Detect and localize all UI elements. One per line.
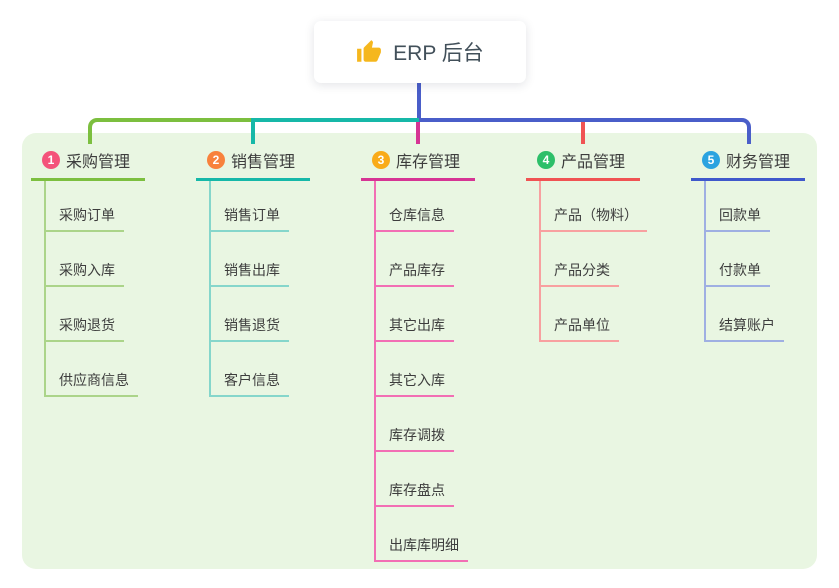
child-node[interactable]: 仓库信息: [376, 181, 468, 232]
child-node[interactable]: 回款单: [706, 181, 784, 232]
topic-node-sales[interactable]: 2 销售管理: [196, 146, 311, 181]
connector-bus-teal: [251, 118, 419, 122]
child-node[interactable]: 采购订单: [46, 181, 138, 232]
children-group: 产品（物料） 产品分类 产品单位: [539, 181, 647, 342]
connector-bus-blue: [419, 118, 751, 144]
topic-label: 产品管理: [561, 154, 626, 171]
number-badge: 2: [207, 151, 225, 169]
child-node[interactable]: 客户信息: [211, 342, 289, 397]
number-badge: 1: [42, 151, 60, 169]
children-group: 仓库信息 产品库存 其它出库 其它入库 库存调拨 库存盘点 出库库明细: [374, 181, 468, 562]
child-node[interactable]: 产品分类: [541, 232, 647, 287]
topic-node-product[interactable]: 4 产品管理: [526, 146, 641, 181]
branch-finance: 5 财务管理 回款单 付款单 结算账户: [691, 146, 839, 342]
branch-purchase: 1 采购管理 采购订单 采购入库 采购退货 供应商信息: [31, 146, 191, 397]
child-node[interactable]: 库存调拨: [376, 397, 468, 452]
topic-node-finance[interactable]: 5 财务管理: [691, 146, 806, 181]
children-group: 销售订单 销售出库 销售退货 客户信息: [209, 181, 289, 397]
topic-label: 财务管理: [726, 154, 791, 171]
child-node[interactable]: 销售出库: [211, 232, 289, 287]
connector-drop-product: [581, 122, 585, 144]
root-topic-label: ERP 后台: [393, 42, 484, 65]
root-topic[interactable]: ERP 后台: [314, 21, 526, 83]
child-node[interactable]: 销售订单: [211, 181, 289, 232]
number-badge: 4: [537, 151, 555, 169]
connector-drop-sales: [251, 120, 255, 144]
children-group: 回款单 付款单 结算账户: [704, 181, 784, 342]
number-badge: 5: [702, 151, 720, 169]
child-node[interactable]: 付款单: [706, 232, 784, 287]
child-node[interactable]: 产品（物料）: [541, 181, 647, 232]
branch-sales: 2 销售管理 销售订单 销售出库 销售退货 客户信息: [196, 146, 356, 397]
child-node[interactable]: 供应商信息: [46, 342, 138, 397]
topic-node-inventory[interactable]: 3 库存管理: [361, 146, 476, 181]
child-node[interactable]: 其它出库: [376, 287, 468, 342]
number-badge: 3: [372, 151, 390, 169]
child-node[interactable]: 结算账户: [706, 287, 784, 342]
connector-drop-inventory: [416, 122, 420, 144]
topic-node-purchase[interactable]: 1 采购管理: [31, 146, 146, 181]
branch-inventory: 3 库存管理 仓库信息 产品库存 其它出库 其它入库 库存调拨 库存盘点 出库库…: [361, 146, 521, 562]
topic-label: 销售管理: [231, 154, 296, 171]
topic-label: 库存管理: [396, 154, 461, 171]
child-node[interactable]: 销售退货: [211, 287, 289, 342]
child-node[interactable]: 产品库存: [376, 232, 468, 287]
thumbs-up-icon: [357, 40, 382, 62]
branches-background-panel: [22, 133, 817, 569]
connector-root-line: [417, 83, 421, 120]
child-node[interactable]: 采购退货: [46, 287, 138, 342]
child-node[interactable]: 采购入库: [46, 232, 138, 287]
children-group: 采购订单 采购入库 采购退货 供应商信息: [44, 181, 138, 397]
child-node[interactable]: 产品单位: [541, 287, 647, 342]
connector-bus-green: [88, 118, 255, 144]
topic-label: 采购管理: [66, 154, 131, 171]
child-node[interactable]: 库存盘点: [376, 452, 468, 507]
child-node[interactable]: 出库库明细: [376, 507, 468, 562]
child-node[interactable]: 其它入库: [376, 342, 468, 397]
branch-product: 4 产品管理 产品（物料） 产品分类 产品单位: [526, 146, 686, 342]
